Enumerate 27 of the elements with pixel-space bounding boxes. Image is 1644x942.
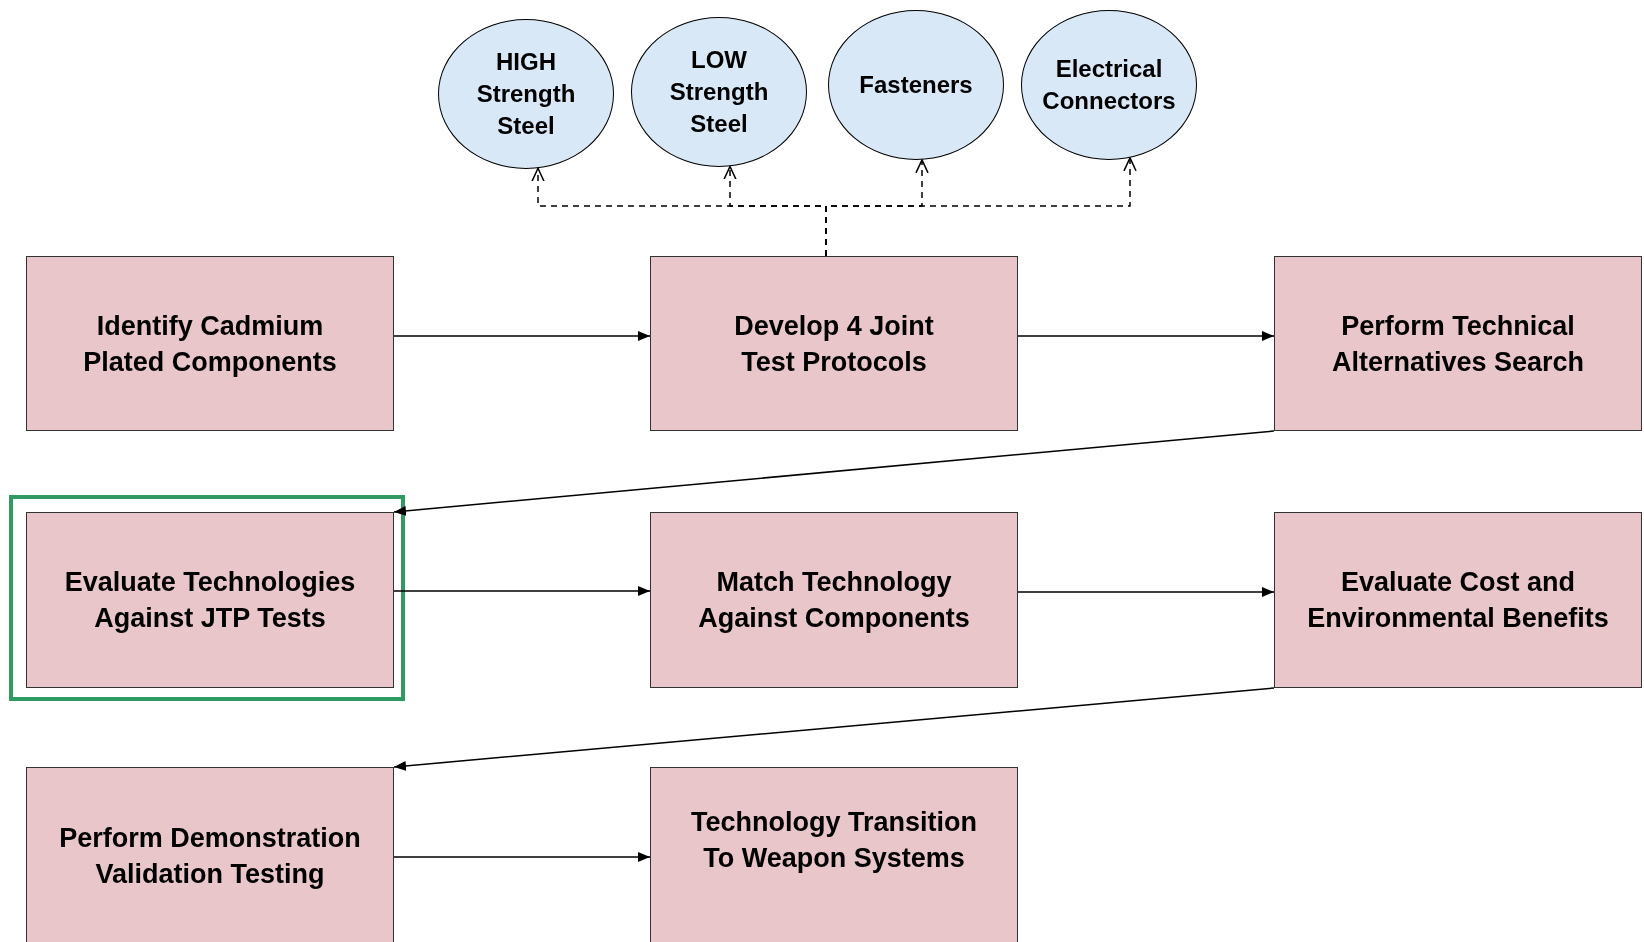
node-text: Evaluate Technologies Against JTP Tests: [63, 566, 357, 635]
arrow: [393, 331, 651, 341]
process-box: [1274, 256, 1642, 431]
process-box: [650, 767, 1018, 942]
node-text: Fasteners: [859, 70, 973, 100]
arrow: [393, 586, 651, 596]
arrow: [393, 687, 1275, 771]
node-text: Identify Cadmium Plated Components: [82, 309, 338, 379]
process-box: [26, 512, 394, 688]
arrow: [1017, 587, 1275, 597]
node-text: Develop 4 Joint Test Protocols: [733, 309, 935, 379]
process-box: [650, 256, 1018, 431]
arrow: [1017, 331, 1275, 341]
node-text: Perform Demonstration Validation Testing: [58, 822, 362, 891]
process-box: [1274, 512, 1642, 688]
process-box: [650, 512, 1018, 688]
node-text: Electrical Connectors: [1041, 54, 1177, 116]
node-text: Technology Transition To Weapon Systems: [690, 806, 978, 875]
node-text: Evaluate Cost and Environmental Benefits: [1306, 566, 1610, 635]
process-box: [26, 767, 394, 942]
node-text: Match Technology Against Components: [697, 566, 971, 635]
arrow: [393, 852, 651, 862]
node-text: HIGH Strength Steel: [475, 47, 577, 141]
node-text: Perform Technical Alternatives Search: [1330, 309, 1586, 379]
process-box: [26, 256, 394, 431]
node-text: LOW Strength Steel: [668, 45, 770, 139]
arrow: [393, 430, 1275, 516]
